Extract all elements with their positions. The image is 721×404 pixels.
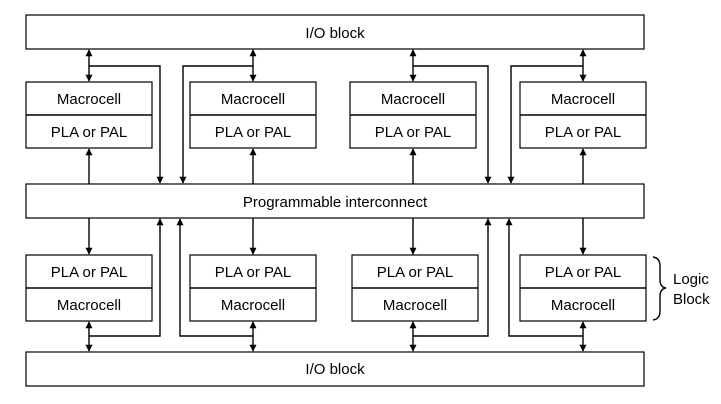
feedback-path <box>179 65 253 184</box>
pla-or-pal-label: PLA or PAL <box>545 124 621 141</box>
macrocell-label: Macrocell <box>381 91 445 108</box>
pla-or-pal-label: PLA or PAL <box>545 264 621 281</box>
connections-top <box>85 49 587 184</box>
pla-or-pal-label: PLA or PAL <box>215 124 291 141</box>
io-block-top: I/O block <box>25 14 645 50</box>
macrocell-label: Macrocell <box>57 297 121 314</box>
logic-block-label-line1: Logic <box>673 271 709 288</box>
pla-or-pal-label: PLA or PAL <box>51 124 127 141</box>
feedback-path <box>413 218 492 337</box>
feedback-path <box>507 65 583 184</box>
pla-or-pal-label: PLA or PAL <box>215 264 291 281</box>
pla-or-pal-label: PLA or PAL <box>377 264 453 281</box>
macrocell-label: Macrocell <box>221 297 285 314</box>
macrocell-label: Macrocell <box>221 91 285 108</box>
pla-or-pal-label: PLA or PAL <box>375 124 451 141</box>
macrocell-label: Macrocell <box>57 91 121 108</box>
logic-block-bottom-2: PLA or PAL Macrocell <box>189 254 317 322</box>
pla-or-pal-label: PLA or PAL <box>51 264 127 281</box>
brace-icon <box>652 256 667 321</box>
macrocell-label: Macrocell <box>551 91 615 108</box>
io-block-top-label: I/O block <box>305 25 365 42</box>
logic-block-top-1: Macrocell PLA or PAL <box>25 81 153 149</box>
logic-block-bottom-1: PLA or PAL Macrocell <box>25 254 153 322</box>
feedback-path <box>413 65 492 184</box>
macrocell-label: Macrocell <box>551 297 615 314</box>
logic-block-top-3: Macrocell PLA or PAL <box>349 81 477 149</box>
logic-block-label-line2: Block <box>673 291 710 308</box>
programmable-interconnect-label: Programmable interconnect <box>243 194 428 211</box>
feedback-path <box>89 65 164 184</box>
logic-block-annotation: Logic Block <box>652 256 710 321</box>
logic-block-bottom-3: PLA or PAL Macrocell <box>351 254 479 322</box>
programmable-interconnect: Programmable interconnect <box>25 183 645 219</box>
connections-bottom <box>85 218 587 352</box>
io-block-bottom-label: I/O block <box>305 361 365 378</box>
logic-block-bottom-4: PLA or PAL Macrocell <box>519 254 647 322</box>
io-block-bottom: I/O block <box>25 351 645 387</box>
feedback-path <box>505 218 583 337</box>
feedback-path <box>176 218 253 337</box>
logic-block-top-2: Macrocell PLA or PAL <box>189 81 317 149</box>
logic-block-top-4: Macrocell PLA or PAL <box>519 81 647 149</box>
feedback-path <box>89 218 164 337</box>
macrocell-label: Macrocell <box>383 297 447 314</box>
